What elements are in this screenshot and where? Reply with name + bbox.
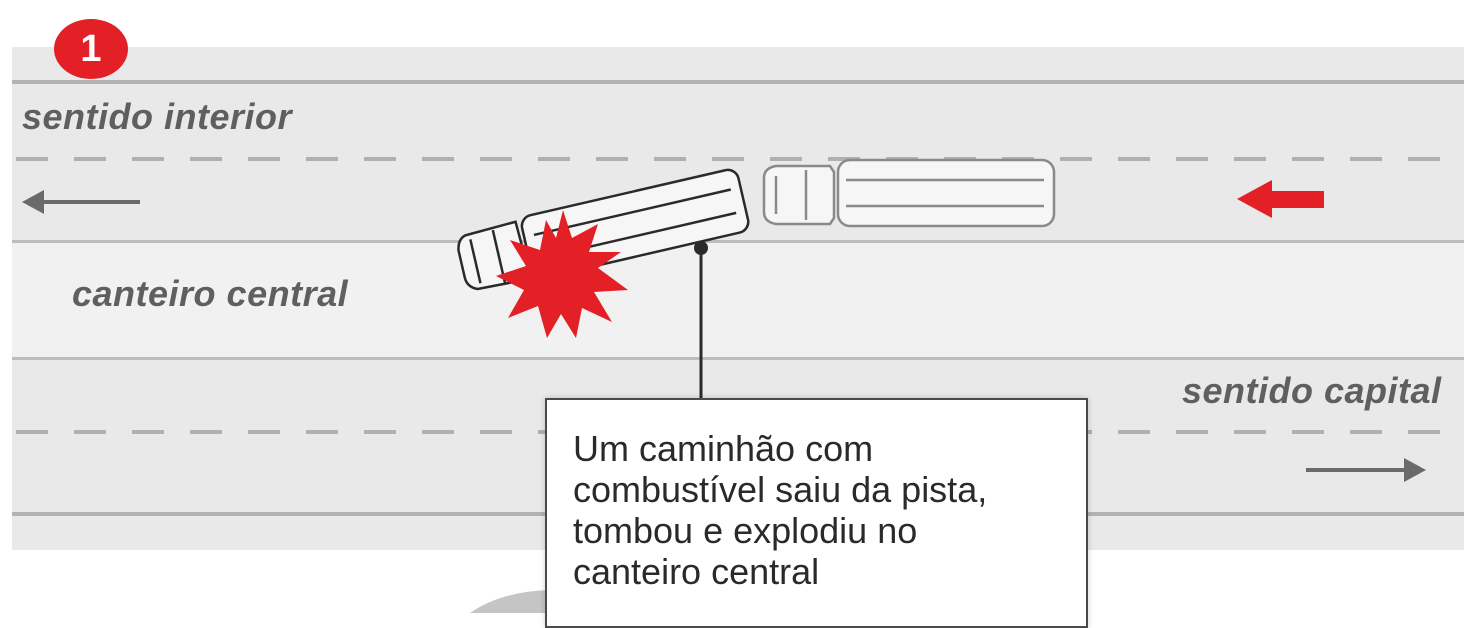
road-edge-top [12, 80, 1464, 84]
label-sentido-interior: sentido interior [22, 96, 293, 137]
arrow-right-icon [1306, 458, 1426, 482]
truck-original-position-icon [762, 158, 1056, 228]
callout-text: Um caminhão com combustível saiu da pist… [573, 428, 988, 592]
lane-divider-interior [16, 157, 1464, 161]
label-sentido-capital: sentido capital [1182, 370, 1442, 411]
callout-pointer [694, 241, 708, 400]
callout-box: Um caminhão com combustível saiu da pist… [545, 398, 1088, 628]
step-number-badge: 1 [54, 19, 128, 79]
arrow-left-icon [22, 190, 140, 214]
truck-direction-arrow-icon [1237, 180, 1324, 218]
label-canteiro-central: canteiro central [72, 273, 349, 314]
explosion-icon [496, 210, 628, 338]
next-panel-shape [470, 590, 548, 613]
median-strip [12, 240, 1464, 360]
